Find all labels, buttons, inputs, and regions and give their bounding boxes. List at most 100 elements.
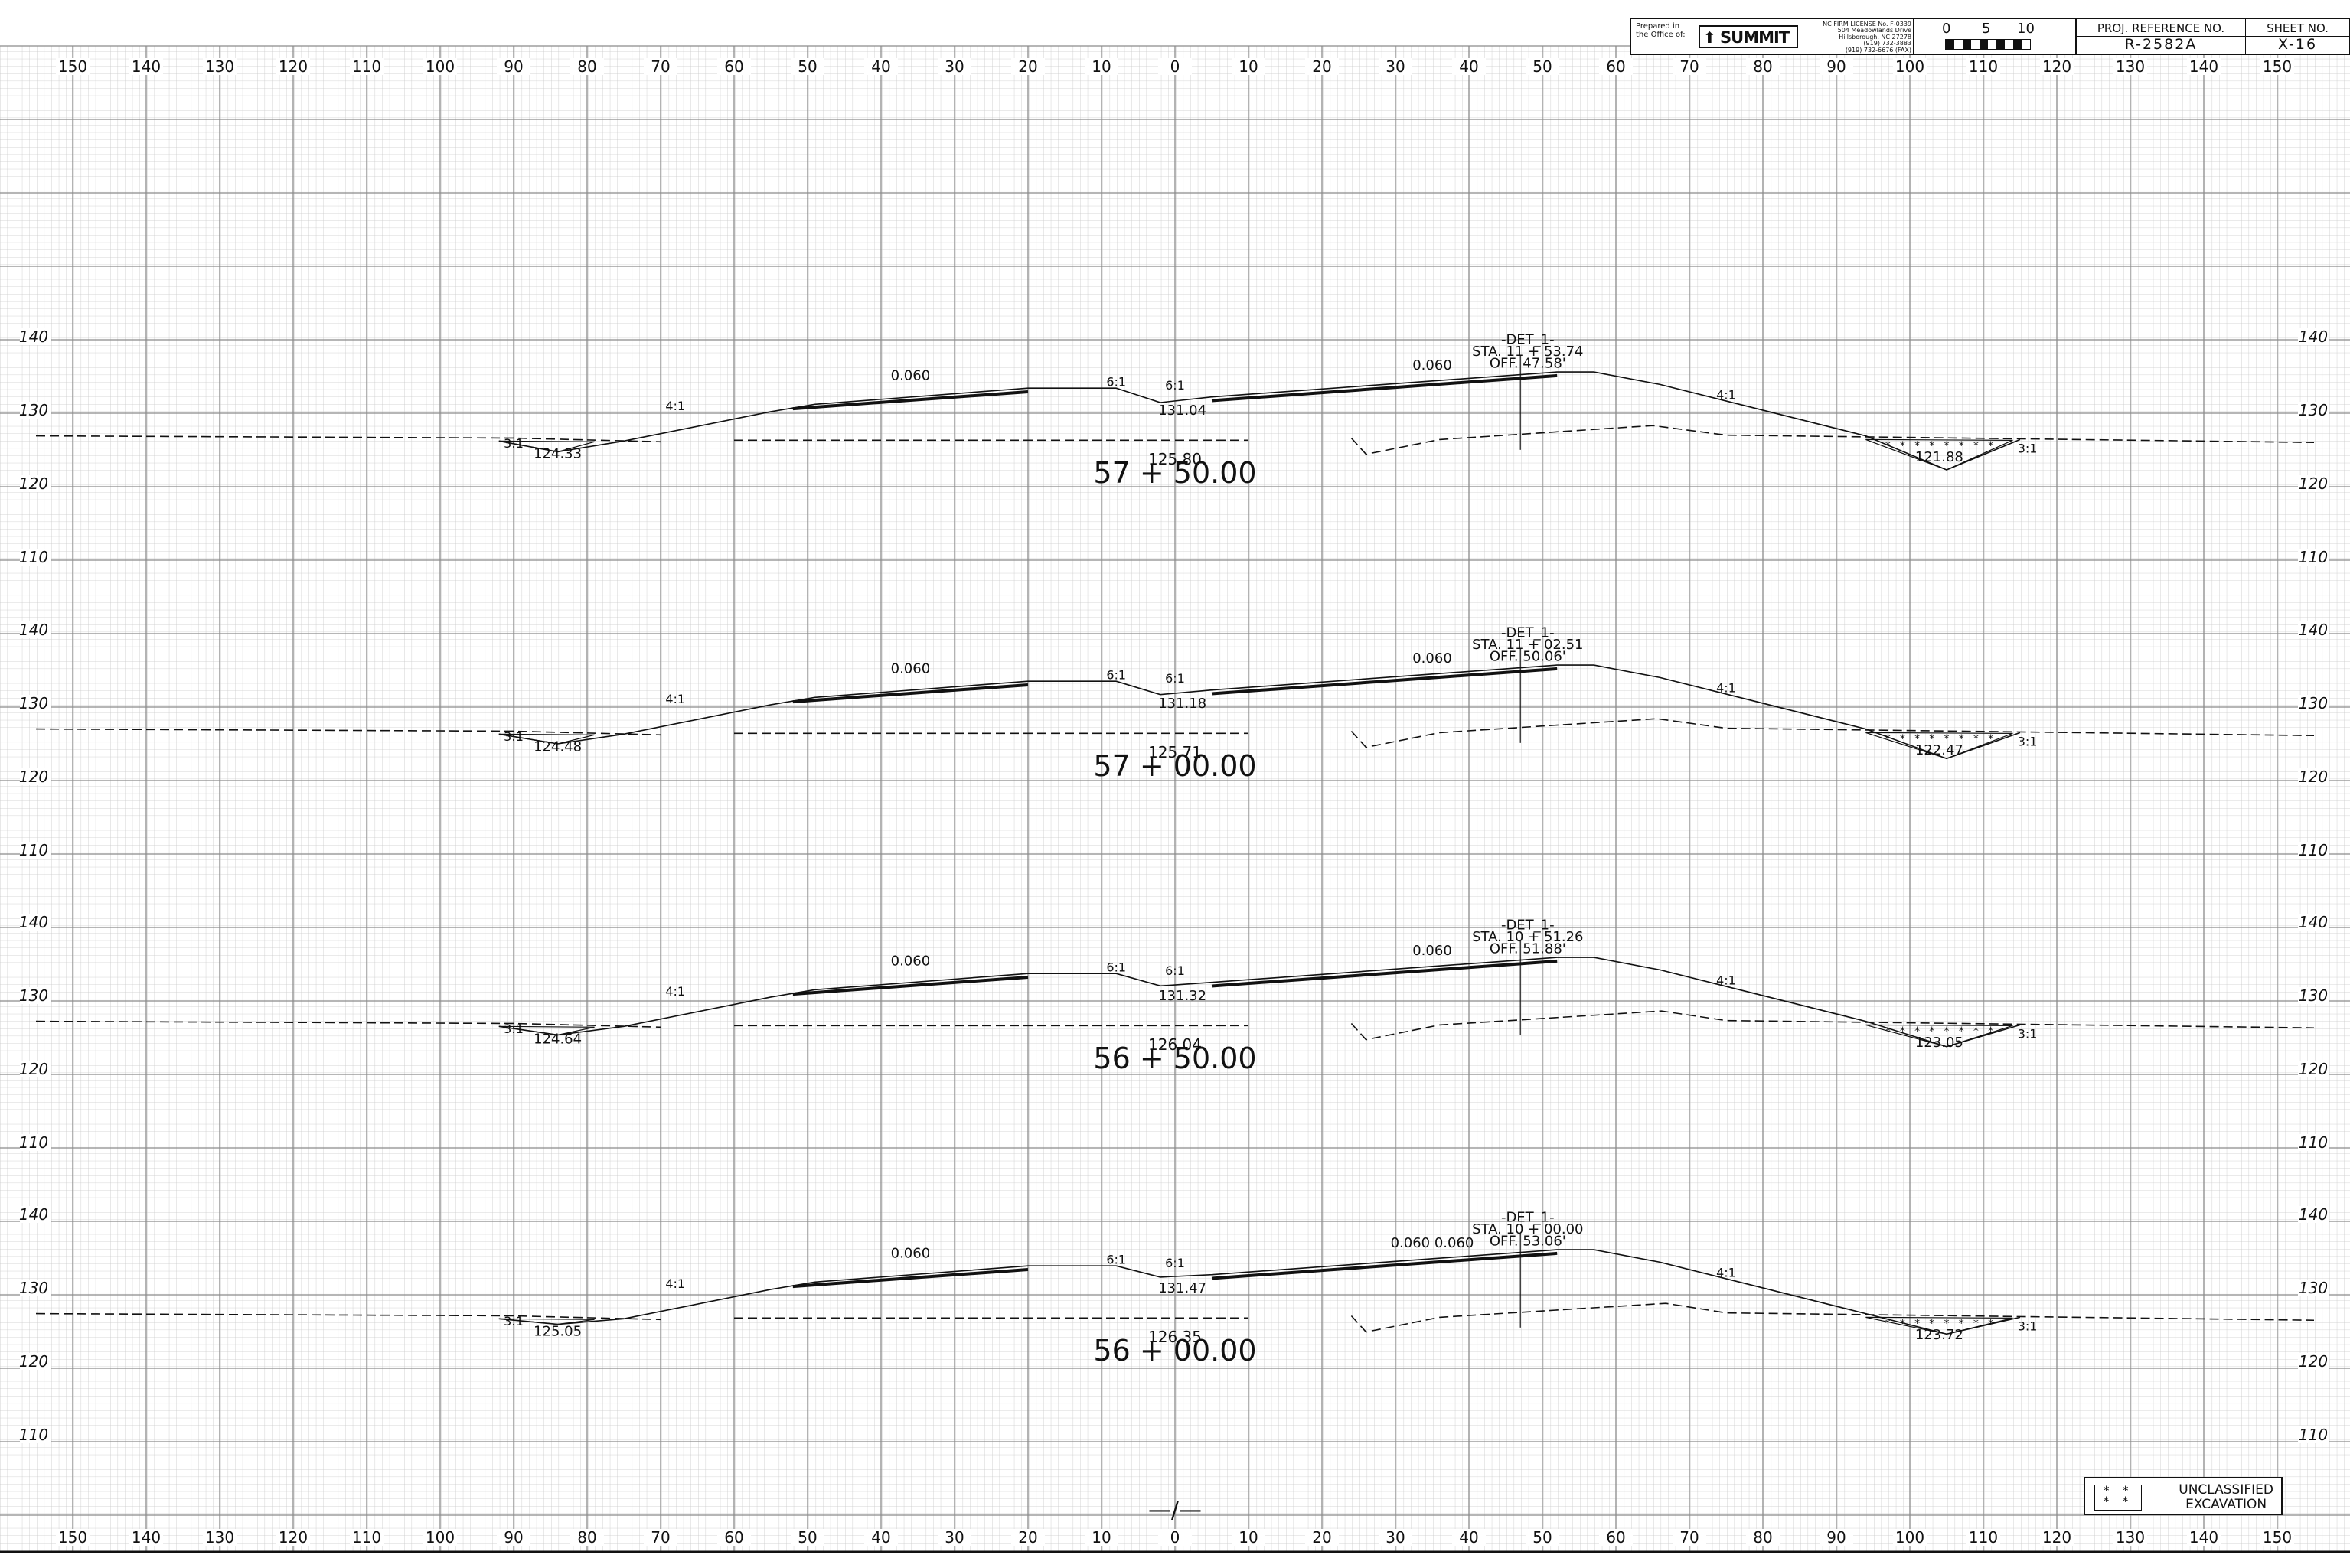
y-tick-label-bg [20,1134,51,1151]
slope-label: 3:1 [504,729,524,744]
x-tick-label-bg [1526,58,1559,75]
median-elevation: 131.18 [1158,696,1206,712]
y-tick-label-right: 140 [2299,913,2328,931]
y-tick-label-left: 140 [19,1205,48,1224]
det-alignment-label: -DET_1- [1501,918,1555,934]
legend-label-line2: EXCAVATION [2185,1497,2267,1512]
x-tick-label-bg [791,58,824,75]
prepared-label: Prepared in the Office of: [1636,22,1686,39]
slope-label: 3:1 [2018,735,2038,749]
cross-slope-left: 0.060 [891,954,931,970]
y-tick-label-bg [20,475,51,492]
y-tick-label-bg [2298,1206,2329,1223]
pavement-right [1211,959,1558,988]
x-tick-label-bg [1966,1529,2000,1546]
station-label: 57 + 50.00 [1093,456,1256,490]
x-tick-label-bg [1305,58,1339,75]
y-tick-label-right: 110 [2299,1426,2328,1444]
x-tick-label: 10 [1092,57,1111,76]
x-tick-label: 20 [1312,1528,1331,1547]
x-tick-label: 120 [2042,57,2071,76]
y-tick-label-left: 120 [19,1352,48,1371]
x-tick-label-bg [1011,1529,1045,1546]
x-tick-label-bg [570,58,604,75]
existing-ground-left [35,435,661,443]
x-tick-label-bg [1673,1529,1706,1546]
y-tick-label-bg [20,328,51,345]
x-tick-label: 100 [1895,1528,1924,1547]
x-tick-label-bg [570,1529,604,1546]
left-ditch-elevation: 125.05 [534,1323,582,1339]
license-line: 504 Meadowlands Drive [1837,27,1911,34]
x-tick-label: 20 [1018,1528,1037,1547]
x-tick-label-bg [1305,1529,1339,1546]
x-tick-label-bg [1158,58,1192,75]
excavation-star: * [1900,440,1905,452]
x-tick-label-bg [717,1529,751,1546]
pavement-left [792,1268,1029,1289]
y-tick-label-left: 120 [19,1060,48,1078]
proj-ref-label: PROJ. REFERENCE NO. [2097,21,2225,35]
det-offset: OFF. 53.06' [1490,1233,1566,1249]
summit-logo: ⬆ SUMMIT [1699,25,1798,48]
station-label: 56 + 00.00 [1093,1334,1256,1368]
x-tick-label-bg [423,1529,457,1546]
y-tick-label-bg [2298,621,2329,638]
x-tick-label: 140 [132,57,161,76]
x-tick-label: 130 [2116,1528,2145,1547]
existing-ground-left [35,1312,661,1321]
excavation-star: * [1973,1318,1979,1330]
right-ditch-elevation: 122.47 [1915,742,1963,758]
x-tick-label-bg [1232,1529,1265,1546]
excavation-left [498,733,595,745]
y-tick-label-left: 110 [19,548,48,566]
cross-slope-right: 0.060 0.060 [1391,1235,1474,1251]
x-tick-label-bg [56,58,90,75]
excavation-star: * [1900,1318,1905,1330]
x-tick-label: 50 [798,1528,817,1547]
x-tick-label: 110 [1969,1528,1998,1547]
x-tick-label: 30 [945,57,964,76]
det-station: STA. 11 + 53.74 [1472,344,1583,360]
sheet-no-box: SHEET NO. X-16 [2246,18,2350,55]
station-label: 57 + 00.00 [1093,749,1256,783]
slope-label: 3:1 [2018,442,2038,456]
y-tick-label-left: 110 [19,1133,48,1152]
x-tick-label: 60 [724,57,743,76]
slope-label: 6:1 [1106,1252,1126,1266]
excavation-star: * [1944,1318,1950,1330]
x-tick-label: 110 [352,1528,381,1547]
y-tick-label-right: 130 [2299,1279,2328,1297]
y-tick-label-left: 110 [19,841,48,859]
x-tick-label-bg [203,58,237,75]
excavation-star: * [1885,440,1891,452]
excavation-star: * [1944,733,1950,745]
x-tick-label-bg [644,1529,677,1546]
y-tick-label-right: 120 [2299,1060,2328,1078]
x-tick-label-bg [2113,1529,2147,1546]
excavation-star: * [1988,1318,1993,1330]
x-tick-label-bg [1379,1529,1412,1546]
excavation-left [498,440,595,453]
x-tick-label: 140 [132,1528,161,1547]
x-tick-label-bg [1820,1529,1853,1546]
x-tick-label-bg [938,58,971,75]
existing-ground-left [35,1020,661,1028]
y-tick-label-bg [2298,1280,2329,1296]
excavation-star: * [1885,733,1891,745]
y-tick-label-right: 110 [2299,548,2328,566]
x-tick-label: 90 [504,1528,523,1547]
logo-text: SUMMIT [1720,28,1790,47]
x-tick-label-bg [1599,58,1633,75]
station-label: 56 + 50.00 [1093,1042,1256,1075]
slope-label: 6:1 [1165,671,1185,686]
y-tick-label-right: 140 [2299,1205,2328,1224]
x-tick-label: 60 [1606,57,1625,76]
centerline-elevation: 125.71 [1148,743,1202,761]
pavement-left [792,390,1029,411]
centerline-elevation: 125.80 [1148,450,1202,468]
x-tick-label: 130 [2116,57,2145,76]
x-tick-label: 80 [1753,57,1772,76]
scale-bar [1945,39,2031,50]
det-offset: OFF. 51.88' [1490,940,1566,957]
